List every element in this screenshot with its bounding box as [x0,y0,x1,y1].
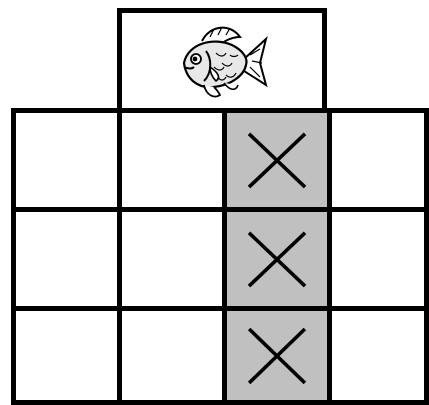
grid-cell-marked[interactable] [222,306,332,405]
grid-cell-marked[interactable] [222,108,332,212]
x-mark-icon [227,113,327,207]
grid-cell[interactable] [117,108,227,212]
x-mark-icon [227,212,327,306]
grid-cell[interactable] [11,207,122,311]
grid-cell[interactable] [327,306,429,405]
header-cell[interactable] [117,8,327,114]
grid-cell[interactable] [117,306,227,405]
fish-icon [174,19,270,105]
grid-cell-marked[interactable] [222,207,332,311]
grid [11,108,429,405]
grid-cell[interactable] [11,108,122,212]
grid-cell[interactable] [11,306,122,405]
grid-cell[interactable] [117,207,227,311]
x-mark-icon [227,311,327,400]
grid-cell[interactable] [327,108,429,212]
grid-cell[interactable] [327,207,429,311]
